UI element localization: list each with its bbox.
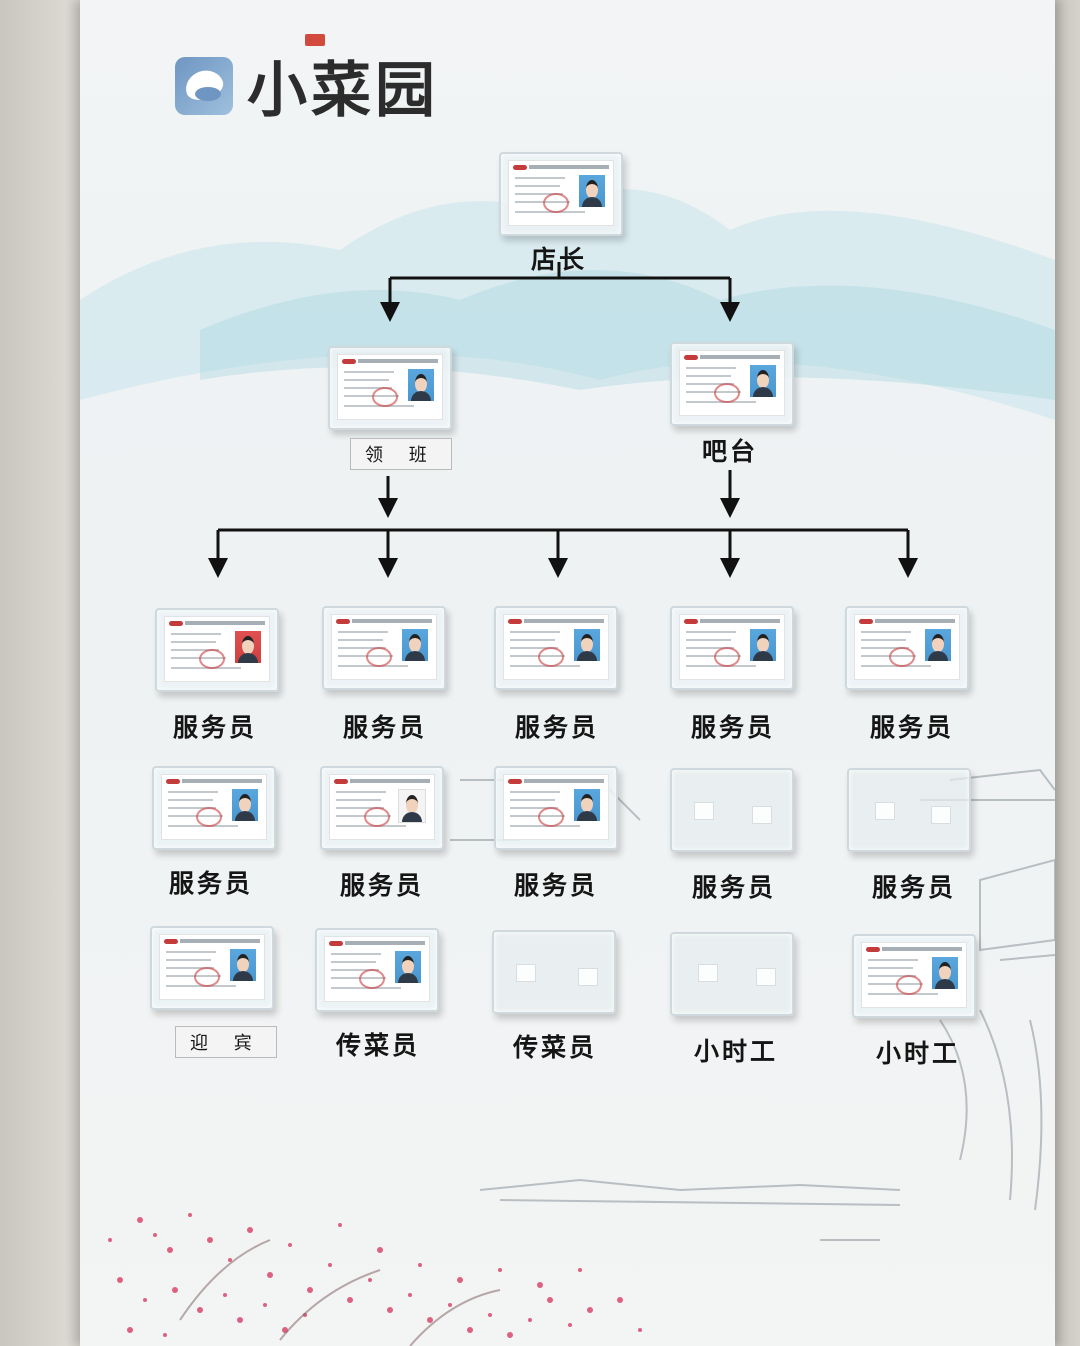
role-label-runner-2: 传菜员 (512, 1033, 597, 1062)
role-label-team-lead: 领 班 (350, 438, 452, 470)
role-label-waiter-1: 服务员 (172, 713, 257, 742)
id-card-waiter-5 (845, 606, 969, 690)
id-card-team-lead (328, 346, 452, 430)
empty-card-holder-3 (492, 930, 616, 1014)
role-label-waiter-10: 服务员 (871, 873, 956, 902)
id-card-bar (670, 342, 794, 426)
id-card-waiter-3 (494, 606, 618, 690)
id-card-greeter (150, 926, 274, 1010)
empty-card-holder-4 (670, 932, 794, 1016)
role-label-waiter-7: 服务员 (339, 871, 424, 900)
role-label-hourly-2: 小时工 (875, 1039, 960, 1068)
id-card-runner-1 (315, 928, 439, 1012)
logo-seal-icon (305, 34, 325, 46)
id-card-waiter-6 (152, 766, 276, 850)
role-label-waiter-8: 服务员 (513, 871, 598, 900)
role-label-waiter-3: 服务员 (514, 713, 599, 742)
brand-logo: 小菜园 (175, 34, 439, 129)
id-card-manager (499, 152, 623, 236)
id-card-waiter-8 (494, 766, 618, 850)
role-label-waiter-6: 服务员 (168, 869, 253, 898)
role-label-waiter-9: 服务员 (691, 873, 776, 902)
role-label-waiter-4: 服务员 (690, 713, 775, 742)
org-chart-board: 小菜园 (80, 0, 1055, 1346)
role-label-hourly-1: 小时工 (693, 1037, 778, 1066)
id-card-waiter-2 (322, 606, 446, 690)
logo-bird-icon (175, 56, 233, 115)
hierarchy-arrows (208, 262, 918, 578)
role-label-runner-1: 传菜员 (335, 1031, 420, 1060)
role-label-bar: 吧台 (701, 437, 758, 466)
id-card-waiter-1 (155, 608, 279, 692)
empty-card-holder-1 (670, 768, 794, 852)
id-card-waiter-7 (320, 766, 444, 850)
cherry-blossoms (108, 1213, 642, 1338)
id-card-waiter-4 (670, 606, 794, 690)
id-card-hourly (852, 934, 976, 1018)
role-label-manager: 店长 (530, 245, 587, 274)
empty-card-holder-2 (847, 768, 971, 852)
brand-name: 小菜园 (247, 34, 439, 129)
role-label-waiter-5: 服务员 (869, 713, 954, 742)
role-label-waiter-2: 服务员 (342, 713, 427, 742)
role-label-greeter: 迎 宾 (175, 1026, 277, 1058)
